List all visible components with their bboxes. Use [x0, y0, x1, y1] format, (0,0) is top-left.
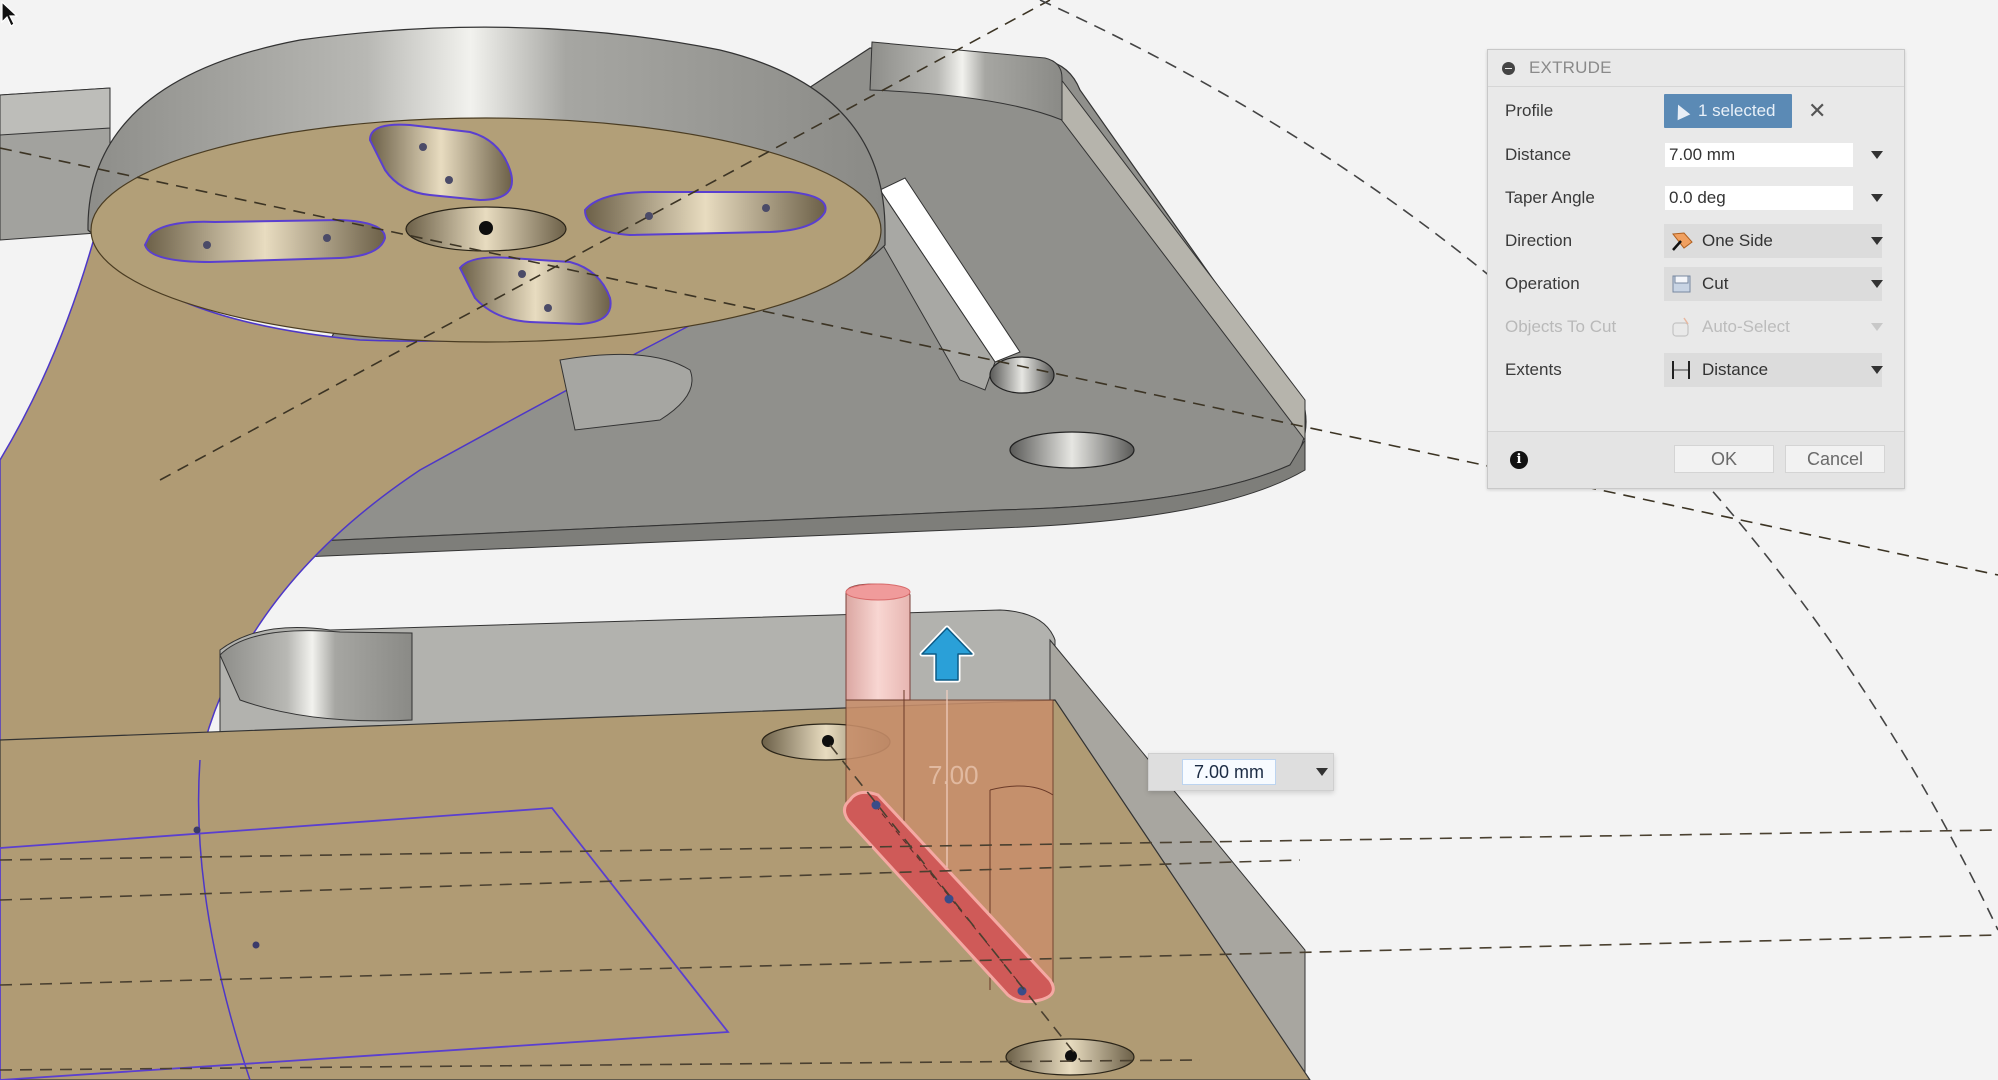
profile-selection-button[interactable]: 1 selected: [1664, 94, 1792, 128]
objects-to-cut-dropdown: Auto-Select: [1664, 310, 1882, 344]
extents-value: Distance: [1702, 360, 1769, 379]
distance-dimension-input[interactable]: [1148, 753, 1334, 791]
ok-button[interactable]: OK: [1674, 445, 1774, 473]
taper-angle-label: Taper Angle: [1505, 188, 1595, 207]
one-side-direction-icon: [1670, 230, 1694, 252]
objects-to-cut-label: Objects To Cut: [1505, 317, 1617, 336]
direction-dropdown[interactable]: One Side: [1664, 224, 1882, 258]
objects-to-cut-dropdown-arrow-icon: [1871, 323, 1883, 331]
distance-label: Distance: [1505, 145, 1572, 164]
taper-angle-row: Taper Angle: [1488, 180, 1904, 216]
direction-value: One Side: [1702, 231, 1773, 250]
direction-label: Direction: [1505, 231, 1573, 250]
operation-value: Cut: [1702, 274, 1729, 293]
dialog-header[interactable]: EXTRUDE: [1488, 50, 1904, 87]
mouse-cursor-icon: [1, 0, 19, 27]
info-icon[interactable]: i: [1510, 451, 1528, 469]
distance-dropdown-arrow-icon[interactable]: [1871, 151, 1883, 159]
operation-label: Operation: [1505, 274, 1580, 293]
distance-input[interactable]: [1665, 143, 1853, 167]
profile-label: Profile: [1505, 101, 1554, 120]
extrude-dialog: EXTRUDE Profile 1 selected ✕ Distance Ta…: [1487, 49, 1905, 489]
objects-to-cut-value: Auto-Select: [1702, 317, 1790, 336]
taper-angle-dropdown-arrow-icon[interactable]: [1871, 194, 1883, 202]
objects-to-cut-row: Objects To Cut Auto-Select: [1488, 309, 1904, 345]
operation-dropdown-arrow-icon[interactable]: [1871, 280, 1883, 288]
dialog-title: EXTRUDE: [1529, 58, 1612, 77]
profile-row: Profile 1 selected ✕: [1488, 93, 1904, 129]
operation-dropdown[interactable]: Cut: [1664, 267, 1882, 301]
dimension-ghost-label: 7.00: [928, 760, 979, 790]
select-cursor-icon: [1671, 101, 1691, 121]
direction-row: Direction One Side: [1488, 223, 1904, 259]
distance-row: Distance: [1488, 137, 1904, 173]
disc-slot-holes: [143, 123, 827, 326]
auto-select-icon: [1670, 316, 1694, 338]
cancel-button[interactable]: Cancel: [1785, 445, 1885, 473]
extents-dropdown[interactable]: Distance: [1664, 353, 1882, 387]
extents-label: Extents: [1505, 360, 1562, 379]
clear-selection-close-icon[interactable]: ✕: [1808, 98, 1827, 123]
direction-dropdown-arrow-icon[interactable]: [1871, 237, 1883, 245]
taper-angle-input[interactable]: [1665, 186, 1853, 210]
dimension-dropdown-arrow-icon[interactable]: [1316, 768, 1328, 776]
operation-row: Operation Cut: [1488, 266, 1904, 302]
cut-operation-icon: [1670, 273, 1694, 295]
profile-selection-value: 1 selected: [1698, 101, 1776, 120]
distance-dimension-field[interactable]: [1182, 759, 1276, 785]
distance-manipulator-arrow-icon[interactable]: [919, 625, 975, 683]
extrude-preview[interactable]: 7.00: [843, 583, 1055, 1004]
dialog-footer: i OK Cancel: [1488, 431, 1904, 488]
sketch-points: [193, 826, 260, 949]
distance-extents-icon: [1670, 359, 1694, 381]
extents-row: Extents Distance: [1488, 352, 1904, 388]
collapse-icon[interactable]: [1502, 61, 1515, 75]
extents-dropdown-arrow-icon[interactable]: [1871, 366, 1883, 374]
